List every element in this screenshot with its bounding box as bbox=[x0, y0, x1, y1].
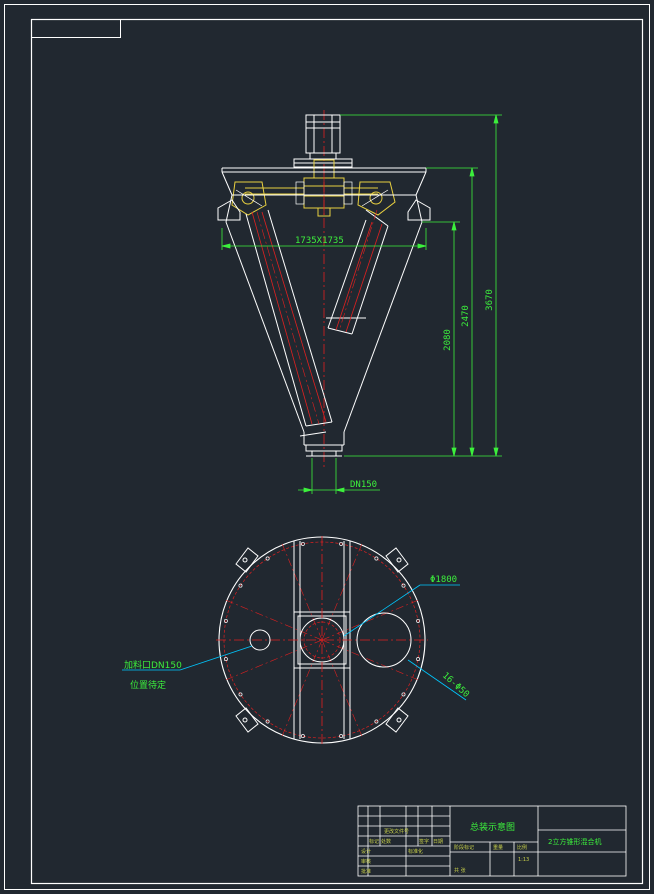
bolt-hole bbox=[374, 719, 379, 724]
drawing-title: 总装示意图 bbox=[470, 821, 515, 833]
radial-centerline bbox=[321, 639, 421, 681]
front-dimensions bbox=[221, 114, 502, 494]
tb-col-count: 处数 bbox=[381, 838, 391, 845]
cone-body bbox=[225, 194, 423, 457]
radial-centerline bbox=[321, 541, 363, 641]
tb-sheet-label: 共 张 bbox=[454, 867, 466, 874]
dim-top-width: 1735X1735 bbox=[295, 236, 344, 246]
bolt-hole bbox=[416, 618, 421, 623]
title-block bbox=[357, 805, 627, 877]
radial-centerline bbox=[223, 639, 323, 681]
product-name: 2立方锥形混合机 bbox=[548, 837, 601, 846]
dim-height-cone: 2470 bbox=[461, 305, 471, 327]
tb-scale-label: 比例 bbox=[517, 844, 527, 851]
radial-centerline bbox=[321, 639, 363, 739]
tb-row-approve: 批准 bbox=[361, 868, 371, 875]
support-lugs bbox=[217, 199, 431, 221]
plan-lugs bbox=[235, 547, 409, 733]
bolt-hole bbox=[339, 734, 344, 739]
bolt-hole bbox=[401, 583, 406, 588]
radial-centerline bbox=[281, 639, 323, 739]
vessel-cover bbox=[221, 167, 427, 196]
right-screw bbox=[327, 209, 389, 335]
plan-leaders bbox=[122, 584, 467, 701]
tb-weight-label: 重量 bbox=[493, 844, 503, 851]
tb-row-check: 审核 bbox=[361, 858, 371, 865]
tb-scale-value: 1:13 bbox=[518, 857, 529, 863]
dim-outlet: DN150 bbox=[350, 480, 377, 490]
dim-height-total: 3670 bbox=[485, 289, 495, 311]
left-screw bbox=[245, 209, 333, 437]
bolt-hole bbox=[300, 541, 305, 546]
bolt-hole bbox=[223, 618, 228, 623]
tb-col-date: 日期 bbox=[433, 839, 443, 845]
bolt-hole bbox=[238, 692, 243, 697]
bolt-hole bbox=[223, 657, 228, 662]
bolt-hole bbox=[265, 719, 270, 724]
bolt-hole bbox=[416, 657, 421, 662]
radial-centerline bbox=[281, 541, 323, 641]
motor bbox=[293, 114, 353, 168]
sheet-border bbox=[4, 4, 650, 890]
radial-centerline bbox=[223, 599, 323, 641]
tb-col-mark: 标记 bbox=[369, 838, 379, 845]
bolt-hole bbox=[238, 583, 243, 588]
radial-centerline bbox=[321, 599, 421, 641]
bolt-hole bbox=[339, 541, 344, 546]
bolt-hole bbox=[265, 556, 270, 561]
tb-col-doc: 更改文件号 bbox=[384, 828, 409, 835]
front-view: 1735X1735 DN150 3670 2470 2080 bbox=[217, 110, 502, 494]
bolt-hole bbox=[401, 692, 406, 697]
tb-col-sign: 签字 bbox=[419, 838, 429, 845]
tb-stage-label: 阶段标记 bbox=[454, 844, 474, 851]
note-position: 位置待定 bbox=[130, 679, 166, 691]
bolt-hole bbox=[300, 734, 305, 739]
dim-height-lower: 2080 bbox=[443, 329, 453, 351]
tb-row-design: 设计 bbox=[361, 848, 371, 855]
plan-view: Φ1800 加料口DN150 位置待定 16-Φ50 bbox=[122, 536, 471, 744]
tb-row-std: 标准化 bbox=[408, 848, 423, 855]
bolt-hole bbox=[374, 556, 379, 561]
dim-diameter: Φ1800 bbox=[430, 575, 457, 585]
drive-details bbox=[235, 170, 389, 215]
bolt-holes bbox=[223, 541, 421, 739]
note-inlet: 加料口DN150 bbox=[124, 659, 182, 671]
